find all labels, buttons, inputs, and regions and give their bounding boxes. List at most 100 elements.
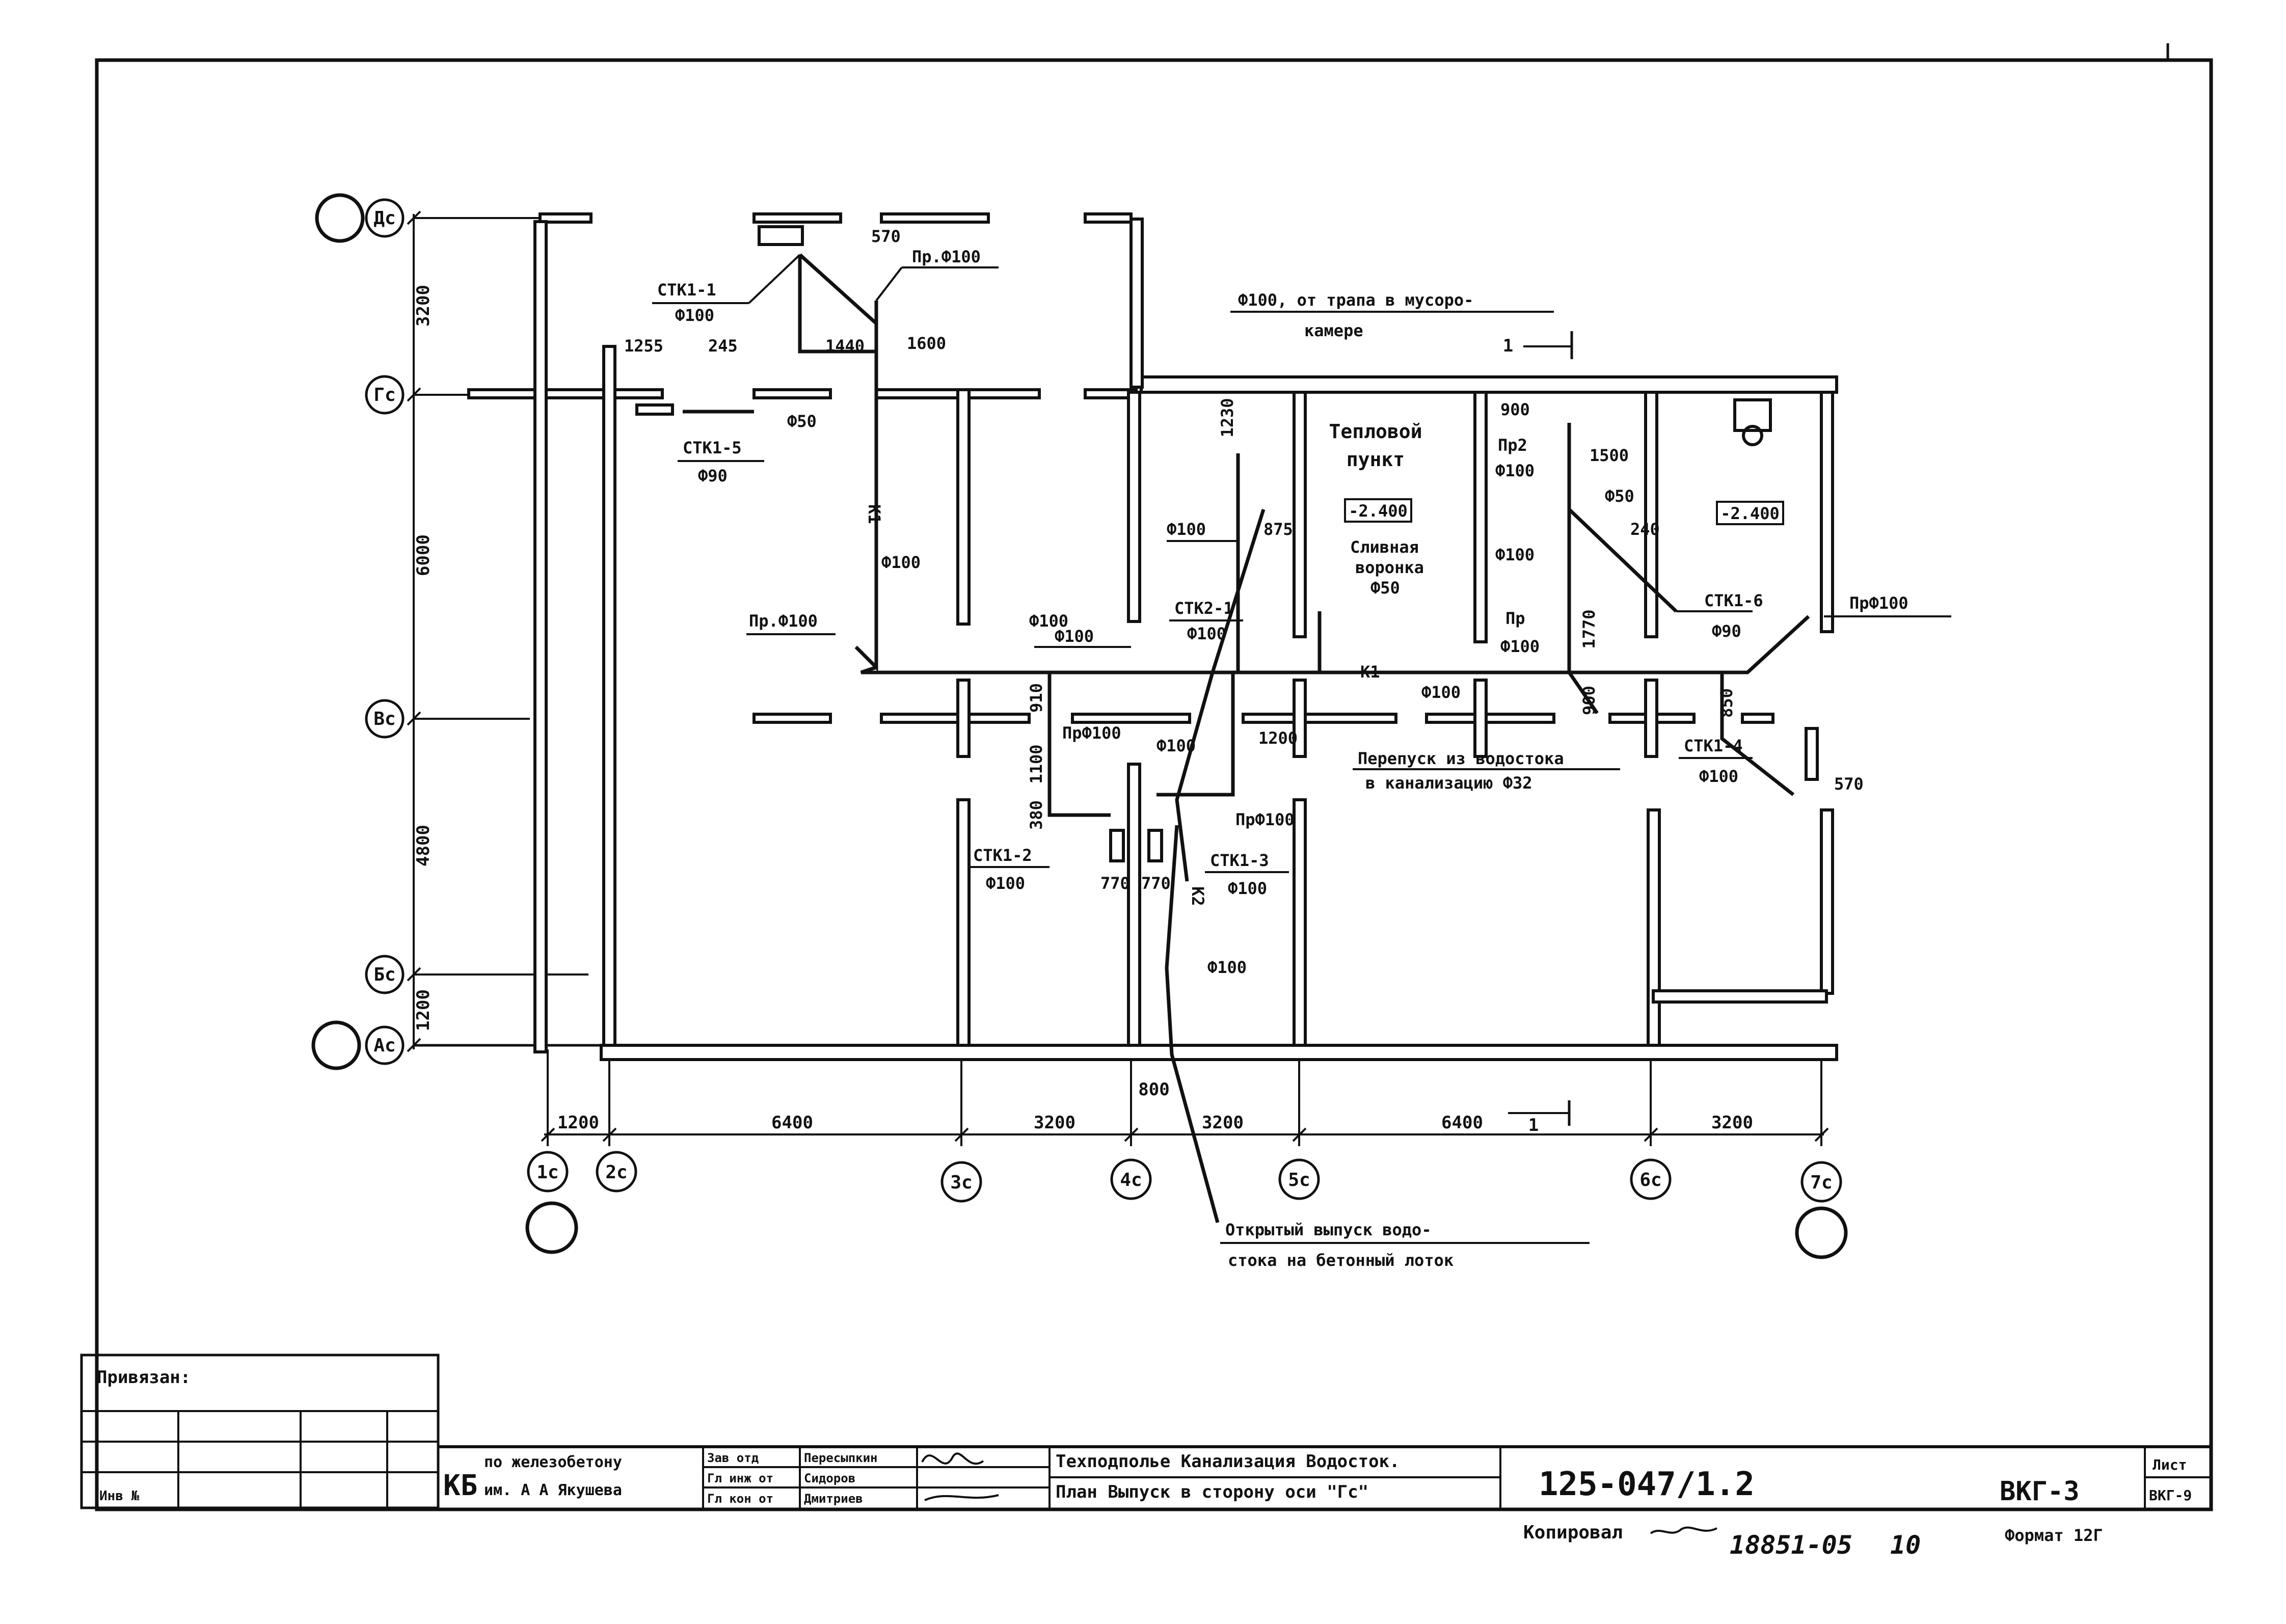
label-stk2-1: СТК2-1 [1174, 599, 1233, 618]
axis-bubble-a [311, 1020, 361, 1070]
sewer-pipes [683, 253, 1810, 1223]
dim-h-6400a: 6400 [771, 1113, 813, 1133]
dim-h-3200c: 3200 [1711, 1113, 1753, 1133]
axis-number-bubbles: 1с 2с 3с 4с 5с 6с 7с [525, 1151, 1848, 1259]
dim-h-6400b: 6400 [1441, 1113, 1483, 1133]
label-d240: 240 [1630, 520, 1660, 539]
axis-label-7: 7с [1810, 1172, 1832, 1193]
label-k1-b: К1 [1360, 662, 1380, 682]
label-d570: 570 [871, 227, 901, 246]
tb-title-1: Техподполье Канализация Водосток. [1056, 1451, 1400, 1472]
label-d1200: 1200 [1258, 728, 1298, 748]
tb-role-1: Гл инж от [707, 1471, 773, 1485]
label-d1440: 1440 [825, 336, 865, 356]
label-stk1-6-d: Ф90 [1712, 621, 1741, 641]
label-d900a: 900 [1500, 400, 1530, 419]
label-perepusk-1: Перепуск из водостока [1358, 749, 1564, 768]
tb-role-2: Гл кон от [707, 1492, 773, 1506]
label-d245: 245 [708, 336, 738, 356]
dim-v-1200a: 1200 [413, 989, 434, 1031]
label-d1500: 1500 [1590, 446, 1629, 465]
label-pr100-b: Пр.Ф100 [749, 611, 818, 631]
dim-v-3200: 3200 [413, 285, 434, 327]
dimensions: 1200 6400 3200 3200 6400 3200 800 3200 6… [413, 285, 1753, 1135]
label-pr: Пр [1505, 609, 1525, 628]
label-f100-1: Ф100 [881, 553, 921, 572]
tb-title-2: План Выпуск в сторону оси "Гс" [1056, 1482, 1368, 1502]
tb-inv: Инв № [99, 1488, 140, 1504]
section-mark-bottom: 1 [1528, 1115, 1539, 1135]
tb-copy-number: 18851-05 [1730, 1530, 1852, 1560]
axis-label-3: 3с [950, 1172, 972, 1193]
label-pr100-e: ПрФ100 [1235, 810, 1295, 829]
label-d850: 850 [1717, 688, 1736, 718]
dim-v-4800: 4800 [413, 825, 434, 867]
room-teplovoy-1: Тепловой [1329, 420, 1422, 443]
dim-h-800: 800 [1138, 1079, 1169, 1100]
room-teplovoy-2: пункт [1347, 448, 1405, 471]
label-stk1-3: СТК1-3 [1210, 851, 1269, 870]
label-f100-3: Ф100 [1029, 611, 1068, 631]
tb-name-1: Сидоров [804, 1471, 855, 1485]
label-d910: 910 [1027, 683, 1046, 713]
label-stk1-1: СТК1-1 [657, 280, 716, 300]
label-d570b: 570 [1834, 774, 1864, 794]
dim-v-6000: 6000 [413, 534, 434, 576]
label-k1-a: К1 [865, 504, 884, 524]
axis-letter-bubbles: Дс Гс Вс Бс Ас [311, 193, 405, 1070]
label-trap-2: камере [1304, 321, 1363, 340]
label-stk1-1-d: Ф100 [675, 306, 714, 325]
tb-name-0: Пересыпкин [804, 1451, 878, 1465]
label-d1600: 1600 [907, 334, 946, 353]
label-pr100-d: ПрФ100 [1062, 723, 1121, 743]
label-perepusk-2: в канализацию Ф32 [1365, 773, 1532, 793]
label-stk1-2-d: Ф100 [986, 874, 1025, 893]
label-stk1-4-d: Ф100 [1699, 767, 1738, 786]
building-walls [467, 212, 1838, 1061]
tb-doc-number: 125-047/1.2 [1539, 1466, 1755, 1503]
tb-copy-sheet: 10 [1890, 1530, 1921, 1560]
tb-kb: КБ [443, 1469, 477, 1502]
pipe-annotations: СТК1-1 Ф100 Пр.Ф100 570 1440 1600 1255 2… [624, 227, 1951, 1270]
label-d1100: 1100 [1027, 744, 1046, 783]
tb-list-value: ВКГ-9 [2149, 1487, 2192, 1504]
label-stk1-5-d: Ф90 [698, 466, 728, 485]
label-d1230: 1230 [1218, 398, 1237, 437]
axis-label-d: Дс [373, 208, 395, 229]
axis-label-5: 5с [1288, 1170, 1310, 1190]
axis-label-4: 4с [1120, 1170, 1142, 1190]
level-mark-2: -2.400 [1720, 504, 1780, 523]
tb-kopiroval: Копировал [1523, 1522, 1623, 1543]
tb-copy-signature [1650, 1526, 1717, 1534]
section-mark-top: 1 [1503, 336, 1513, 356]
tb-sheet-code: ВКГ-3 [2000, 1476, 2080, 1507]
label-stk2-1-d: Ф100 [1187, 624, 1226, 643]
axis-label-1: 1с [536, 1162, 558, 1183]
label-d1255: 1255 [624, 336, 663, 356]
axis-bubble-d [315, 193, 365, 243]
tb-name-2: Дмитриев [804, 1492, 863, 1506]
axis-label-g: Гс [373, 385, 395, 405]
label-vypusk-1: Открытый выпуск водо- [1225, 1220, 1432, 1239]
label-d875: 875 [1263, 520, 1293, 539]
label-k2: К2 [1188, 886, 1207, 906]
room-labels: Тепловой пункт -2.400 -2.400 [1329, 420, 1784, 525]
label-vypusk-2: стока на бетонный лоток [1228, 1251, 1454, 1270]
label-stk1-5: СТК1-5 [683, 438, 742, 457]
level-mark-1: -2.400 [1349, 501, 1408, 521]
label-d380: 380 [1027, 800, 1046, 830]
axis-label-v: Вс [373, 709, 395, 729]
label-slivnaya-3: Ф50 [1370, 578, 1400, 598]
label-stk1-3-d: Ф100 [1228, 879, 1267, 898]
label-slivnaya-2: воронка [1355, 558, 1424, 577]
label-f100-2: Ф100 [1167, 520, 1206, 539]
label-d1770: 1770 [1579, 609, 1599, 648]
label-f100-4: Ф100 [1495, 545, 1535, 564]
tb-role-0: Зав отд [707, 1451, 759, 1465]
label-d770a: 770 [1100, 874, 1130, 893]
tb-list-label: Лист [2153, 1456, 2187, 1473]
grid-lines [407, 210, 1829, 1146]
tb-privyazan: Привязан: [97, 1367, 191, 1388]
tb-signature [921, 1452, 999, 1501]
